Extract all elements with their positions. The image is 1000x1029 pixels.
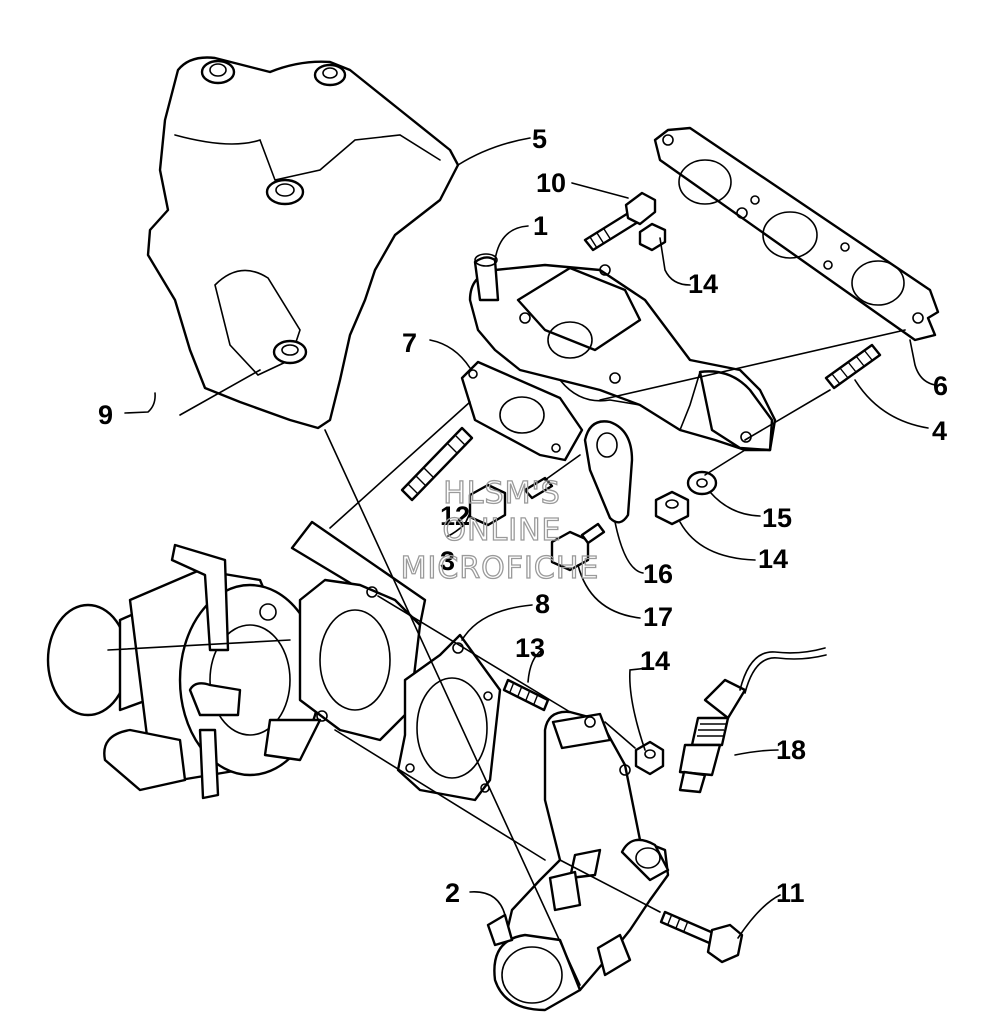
watermark-line-3: MICROFICHE (401, 551, 600, 586)
exhaust-manifold-part-1 (468, 253, 777, 452)
callout-13: 13 (515, 633, 545, 663)
watermark-line-1: HLSM'S (443, 476, 561, 511)
turbo-gasket-part-8 (396, 633, 502, 802)
watermark: HLSM'S ONLINE MICROFICHE (400, 475, 600, 586)
bracket-plate-part-16 (583, 420, 634, 524)
leader-lines (124, 137, 936, 939)
callout-9: 9 (98, 400, 113, 430)
turbocharger-assembly (46, 520, 427, 800)
callout-3: 3 (440, 546, 455, 576)
callout-16: 16 (643, 559, 673, 589)
nut-part-14-mid (654, 490, 690, 526)
callout-labels: 5 10 1 14 7 6 4 9 15 14 16 17 12 3 8 13 … (98, 124, 948, 908)
heat-shield-part-5 (146, 56, 460, 430)
flange-gasket-part-7 (460, 360, 584, 462)
stud-part-13 (502, 678, 550, 712)
callout-14-lower: 14 (640, 646, 670, 676)
nut-part-14-top (638, 222, 667, 252)
exhaust-gasket-part-6 (653, 126, 940, 342)
stud-part-4 (824, 343, 882, 390)
oxygen-sensor-part-18 (678, 647, 827, 794)
callout-14-mid: 14 (758, 544, 788, 574)
callout-7: 7 (402, 328, 417, 358)
callout-14-top: 14 (688, 269, 718, 299)
callout-15: 15 (762, 503, 792, 533)
bolt-part-11 (659, 910, 744, 964)
callout-17: 17 (643, 602, 673, 632)
bolt-part-10 (583, 191, 657, 252)
callout-1: 1 (533, 211, 548, 241)
assembly-lines (179, 329, 906, 986)
callout-11: 11 (776, 878, 805, 908)
callout-2: 2 (445, 878, 460, 908)
bolt-part-17 (550, 522, 606, 572)
stud-part-12 (400, 426, 474, 502)
callout-4: 4 (932, 416, 947, 446)
callout-5: 5 (532, 124, 547, 154)
callout-18: 18 (776, 735, 806, 765)
watermark-line-2: ONLINE (442, 513, 561, 548)
nut-part-14-lower (634, 740, 665, 776)
exhaust-elbow-part-2 (486, 710, 670, 1012)
washer-part-15 (686, 470, 718, 496)
callout-8: 8 (535, 589, 550, 619)
callout-12: 12 (440, 501, 470, 531)
nut-part-3 (468, 476, 554, 527)
callout-6: 6 (933, 371, 948, 401)
callout-10: 10 (536, 168, 566, 198)
